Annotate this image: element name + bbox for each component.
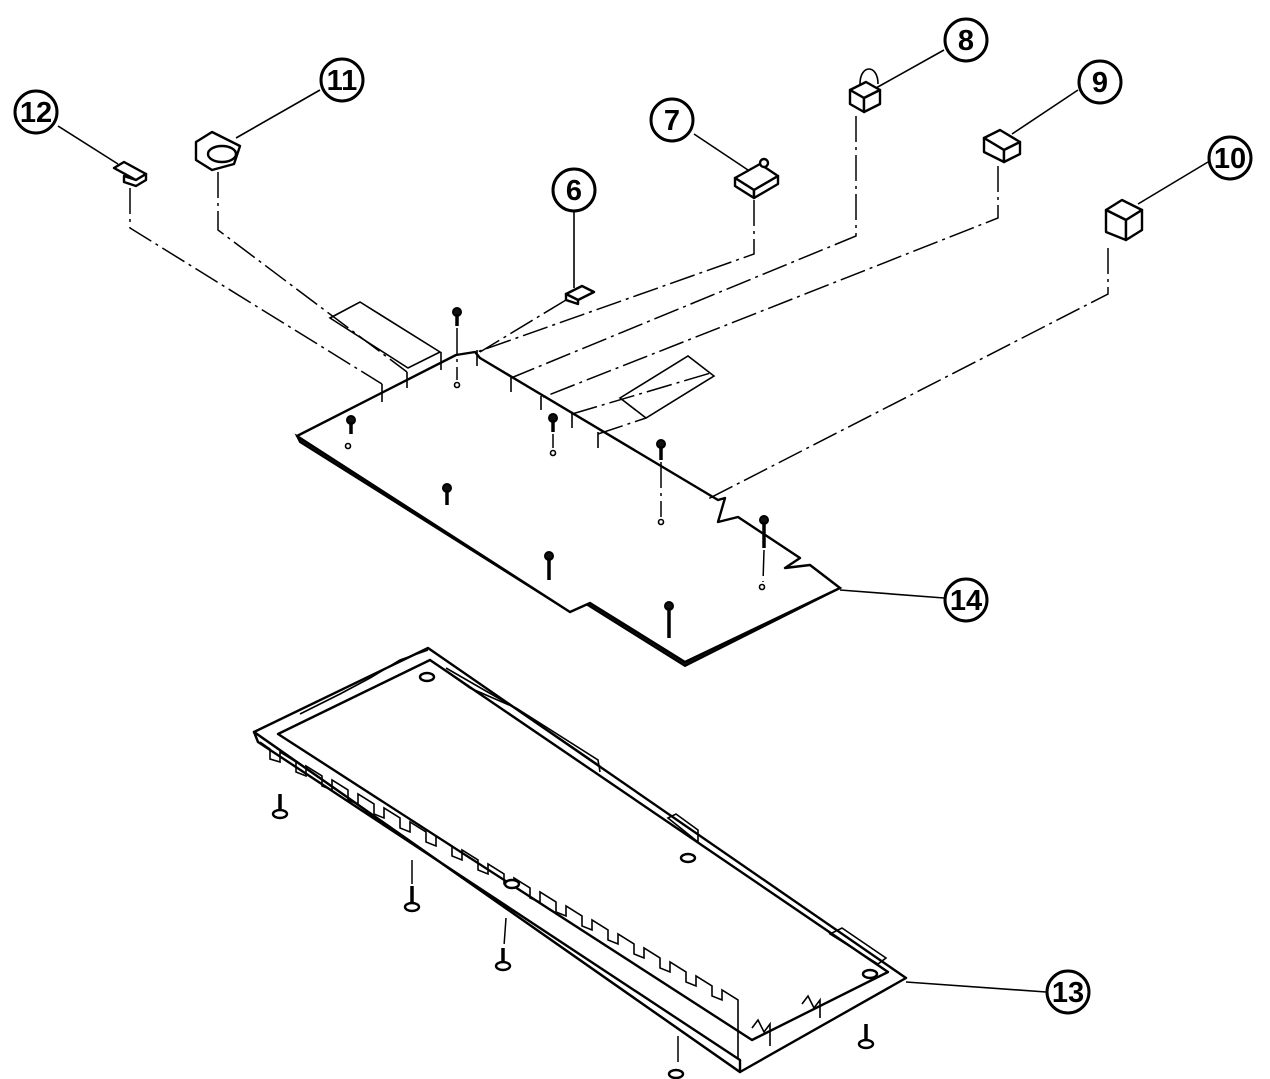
case-screw <box>494 917 512 972</box>
callout-7: 7 <box>649 97 695 143</box>
callout-circle <box>943 577 989 623</box>
leader-7 <box>693 133 749 171</box>
part-10 <box>1104 198 1144 242</box>
callout-label: 13 <box>1052 977 1084 1009</box>
callout-14: 14 <box>943 577 989 623</box>
callout-label: 11 <box>327 65 358 97</box>
part-6 <box>564 284 596 306</box>
assembly-line-6 <box>479 299 567 353</box>
part-8 <box>848 68 882 114</box>
callout-13: 13 <box>1045 969 1091 1015</box>
callout-8: 8 <box>943 17 989 63</box>
callout-circle <box>551 167 597 213</box>
board-screw <box>452 307 462 389</box>
leader-12 <box>57 125 119 165</box>
assembly-line-10 <box>705 248 1109 501</box>
board-screw <box>758 515 769 591</box>
callout-label: 8 <box>958 25 974 57</box>
callout-circle <box>943 17 989 63</box>
callout-circle <box>1045 969 1091 1015</box>
callout-circle <box>13 89 59 135</box>
callout-label: 12 <box>20 97 52 129</box>
callout-label: 10 <box>1214 143 1246 175</box>
assembly-line-extra <box>571 371 715 415</box>
callout-label: 14 <box>950 585 982 617</box>
part-11 <box>194 130 242 172</box>
bottom-case-part-13 <box>252 646 908 1079</box>
callout-12: 12 <box>13 89 59 135</box>
assembly-line-11 <box>217 172 408 373</box>
part-9 <box>982 128 1022 164</box>
callout-label: 9 <box>1092 67 1108 99</box>
callout-6: 6 <box>551 167 597 213</box>
leader-14 <box>839 589 945 599</box>
assembly-line-12 <box>129 188 383 385</box>
leader-11 <box>235 89 321 139</box>
callout-circle <box>649 97 695 143</box>
assembly-line-7 <box>476 200 755 353</box>
case-screw <box>857 1024 875 1050</box>
case-screw <box>403 860 421 913</box>
board-screw <box>344 415 356 450</box>
assembly-line-8 <box>510 116 857 379</box>
callout-10: 10 <box>1207 135 1253 181</box>
leader-8 <box>875 49 945 89</box>
leader-9 <box>1011 89 1079 135</box>
board-screw <box>656 439 666 526</box>
board-screw <box>664 601 674 638</box>
board-screw <box>544 551 554 580</box>
part-7 <box>733 157 780 200</box>
callouts: 6 7 8 9 10 11 12 13 14 <box>13 17 1253 1015</box>
callout-11: 11 <box>319 57 365 103</box>
assembly-line-extra <box>597 417 647 435</box>
case-screw <box>667 1036 685 1079</box>
board-screw <box>442 483 452 505</box>
leader-10 <box>1137 161 1209 205</box>
part-12 <box>112 160 148 188</box>
circuit-board-part-14 <box>294 301 843 668</box>
case-screw <box>271 794 289 820</box>
callout-circle <box>1207 135 1253 181</box>
callout-9: 9 <box>1077 59 1123 105</box>
board-screw <box>548 413 558 457</box>
callout-label: 7 <box>664 105 680 137</box>
leader-13 <box>905 981 1047 993</box>
callout-label: 6 <box>566 175 582 207</box>
callout-circle <box>319 57 365 103</box>
callout-circle <box>1077 59 1123 105</box>
assembly-line-9 <box>540 166 999 399</box>
